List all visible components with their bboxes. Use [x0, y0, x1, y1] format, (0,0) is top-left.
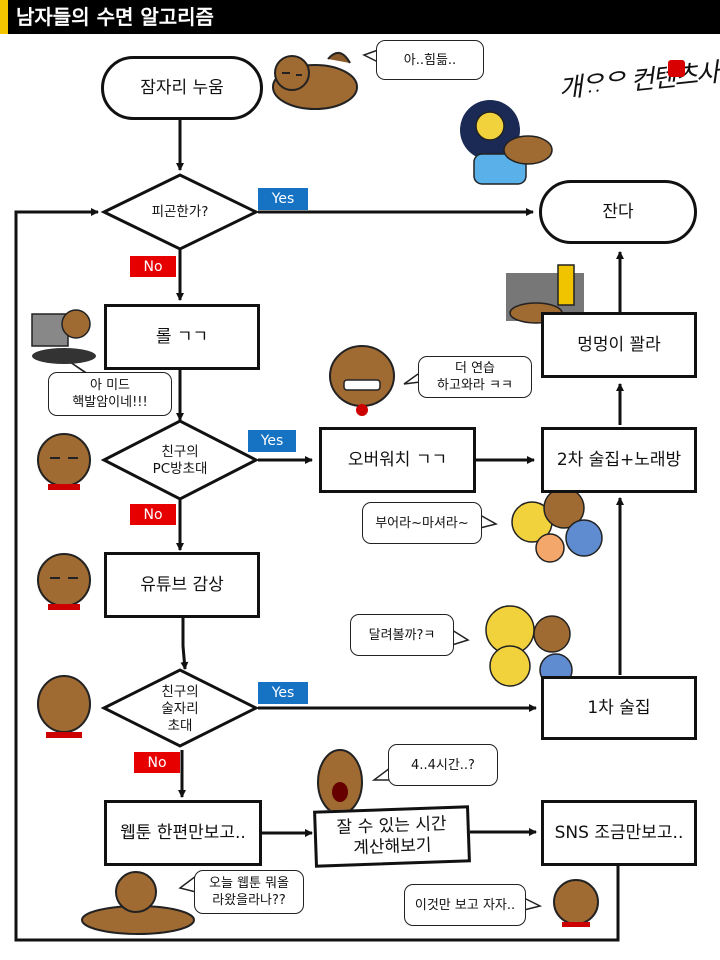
bubble-drink-up: 부어라~마셔라~: [362, 502, 482, 544]
decision-diamond-pc: [100, 419, 260, 501]
brand-logo: 개ᄋᆢᄋ 컨텐츠사무소: [557, 48, 720, 118]
computer-gamer-icon: [31, 309, 96, 364]
friends-group-icon: [485, 605, 573, 687]
yes-tag-drink: Yes: [258, 682, 308, 704]
bubble-four-hours: 4..4시간..?: [388, 744, 498, 786]
grinning-dog-icon: [329, 345, 395, 416]
node-webtoon: 웹툰 한편만보고..: [104, 800, 262, 866]
lying-dog-icon: [272, 52, 358, 110]
sleeping-moon-icon: [460, 100, 553, 185]
node-overwatch: 오버워치 ㄱㄱ: [319, 427, 476, 493]
decision-drink-label: 친구의 술자리 초대: [161, 683, 199, 734]
bubble-just-this: 이것만 보고 자자..: [404, 884, 526, 926]
decision-pc-label: 친구의 PC방초대: [152, 444, 208, 477]
bubble-mid-game: 아 미드 핵발암이네!!!: [48, 372, 172, 416]
bubble-practice: 더 연습 하고와라 ㅋㅋ: [418, 356, 532, 398]
node-wasted: 멍멍이 꽐라: [541, 312, 697, 378]
shocked-dog-icon: [317, 749, 363, 815]
decision-diamond-tired: [100, 173, 260, 251]
node-first-bar: 1차 술집: [541, 676, 697, 740]
no-tag-tired: No: [130, 256, 176, 277]
decision-tired-label: 피곤한가?: [151, 203, 209, 220]
node-lie-down: 잠자리 누움: [101, 56, 263, 120]
no-tag-drink: No: [134, 752, 180, 773]
node-calc: 잘 수 있는 시간 계산해보기: [313, 805, 471, 868]
node-youtube: 유튜브 감상: [104, 552, 260, 618]
dog-face-icon: [37, 433, 91, 490]
seal-icon: [668, 60, 685, 77]
bubble-webtoon-today: 오늘 웹툰 뭐올 라왔을라나??: [194, 870, 304, 914]
yes-tag-pc: Yes: [248, 430, 296, 452]
header-bar: 남자들의 수면 알고리즘: [0, 0, 720, 34]
decision-shapes: [100, 173, 260, 748]
page-title: 남자들의 수면 알고리즘: [16, 5, 214, 29]
thinking-dog-icon: [37, 675, 91, 738]
header-accent: [0, 0, 8, 34]
reclining-dog-icon: [81, 871, 195, 935]
party-crowd-icon: [511, 487, 603, 563]
bubble-ah-tired: 아..힘듦..: [376, 40, 484, 80]
small-dog-icon: [553, 879, 599, 927]
bubble-run: 달려볼까?ㅋ: [350, 614, 454, 656]
node-sleep: 잔다: [539, 180, 697, 244]
no-tag-pc: No: [130, 504, 176, 525]
dog-face-icon-2: [37, 553, 91, 610]
flow-arrows: [14, 118, 624, 942]
decision-diamond-drink: [100, 668, 260, 748]
node-second-bar: 2차 술집+노래방: [541, 427, 697, 493]
yes-tag-tired: Yes: [258, 188, 308, 210]
node-sns: SNS 조금만보고..: [541, 800, 697, 866]
node-lol: 롤 ㄱㄱ: [104, 304, 260, 370]
